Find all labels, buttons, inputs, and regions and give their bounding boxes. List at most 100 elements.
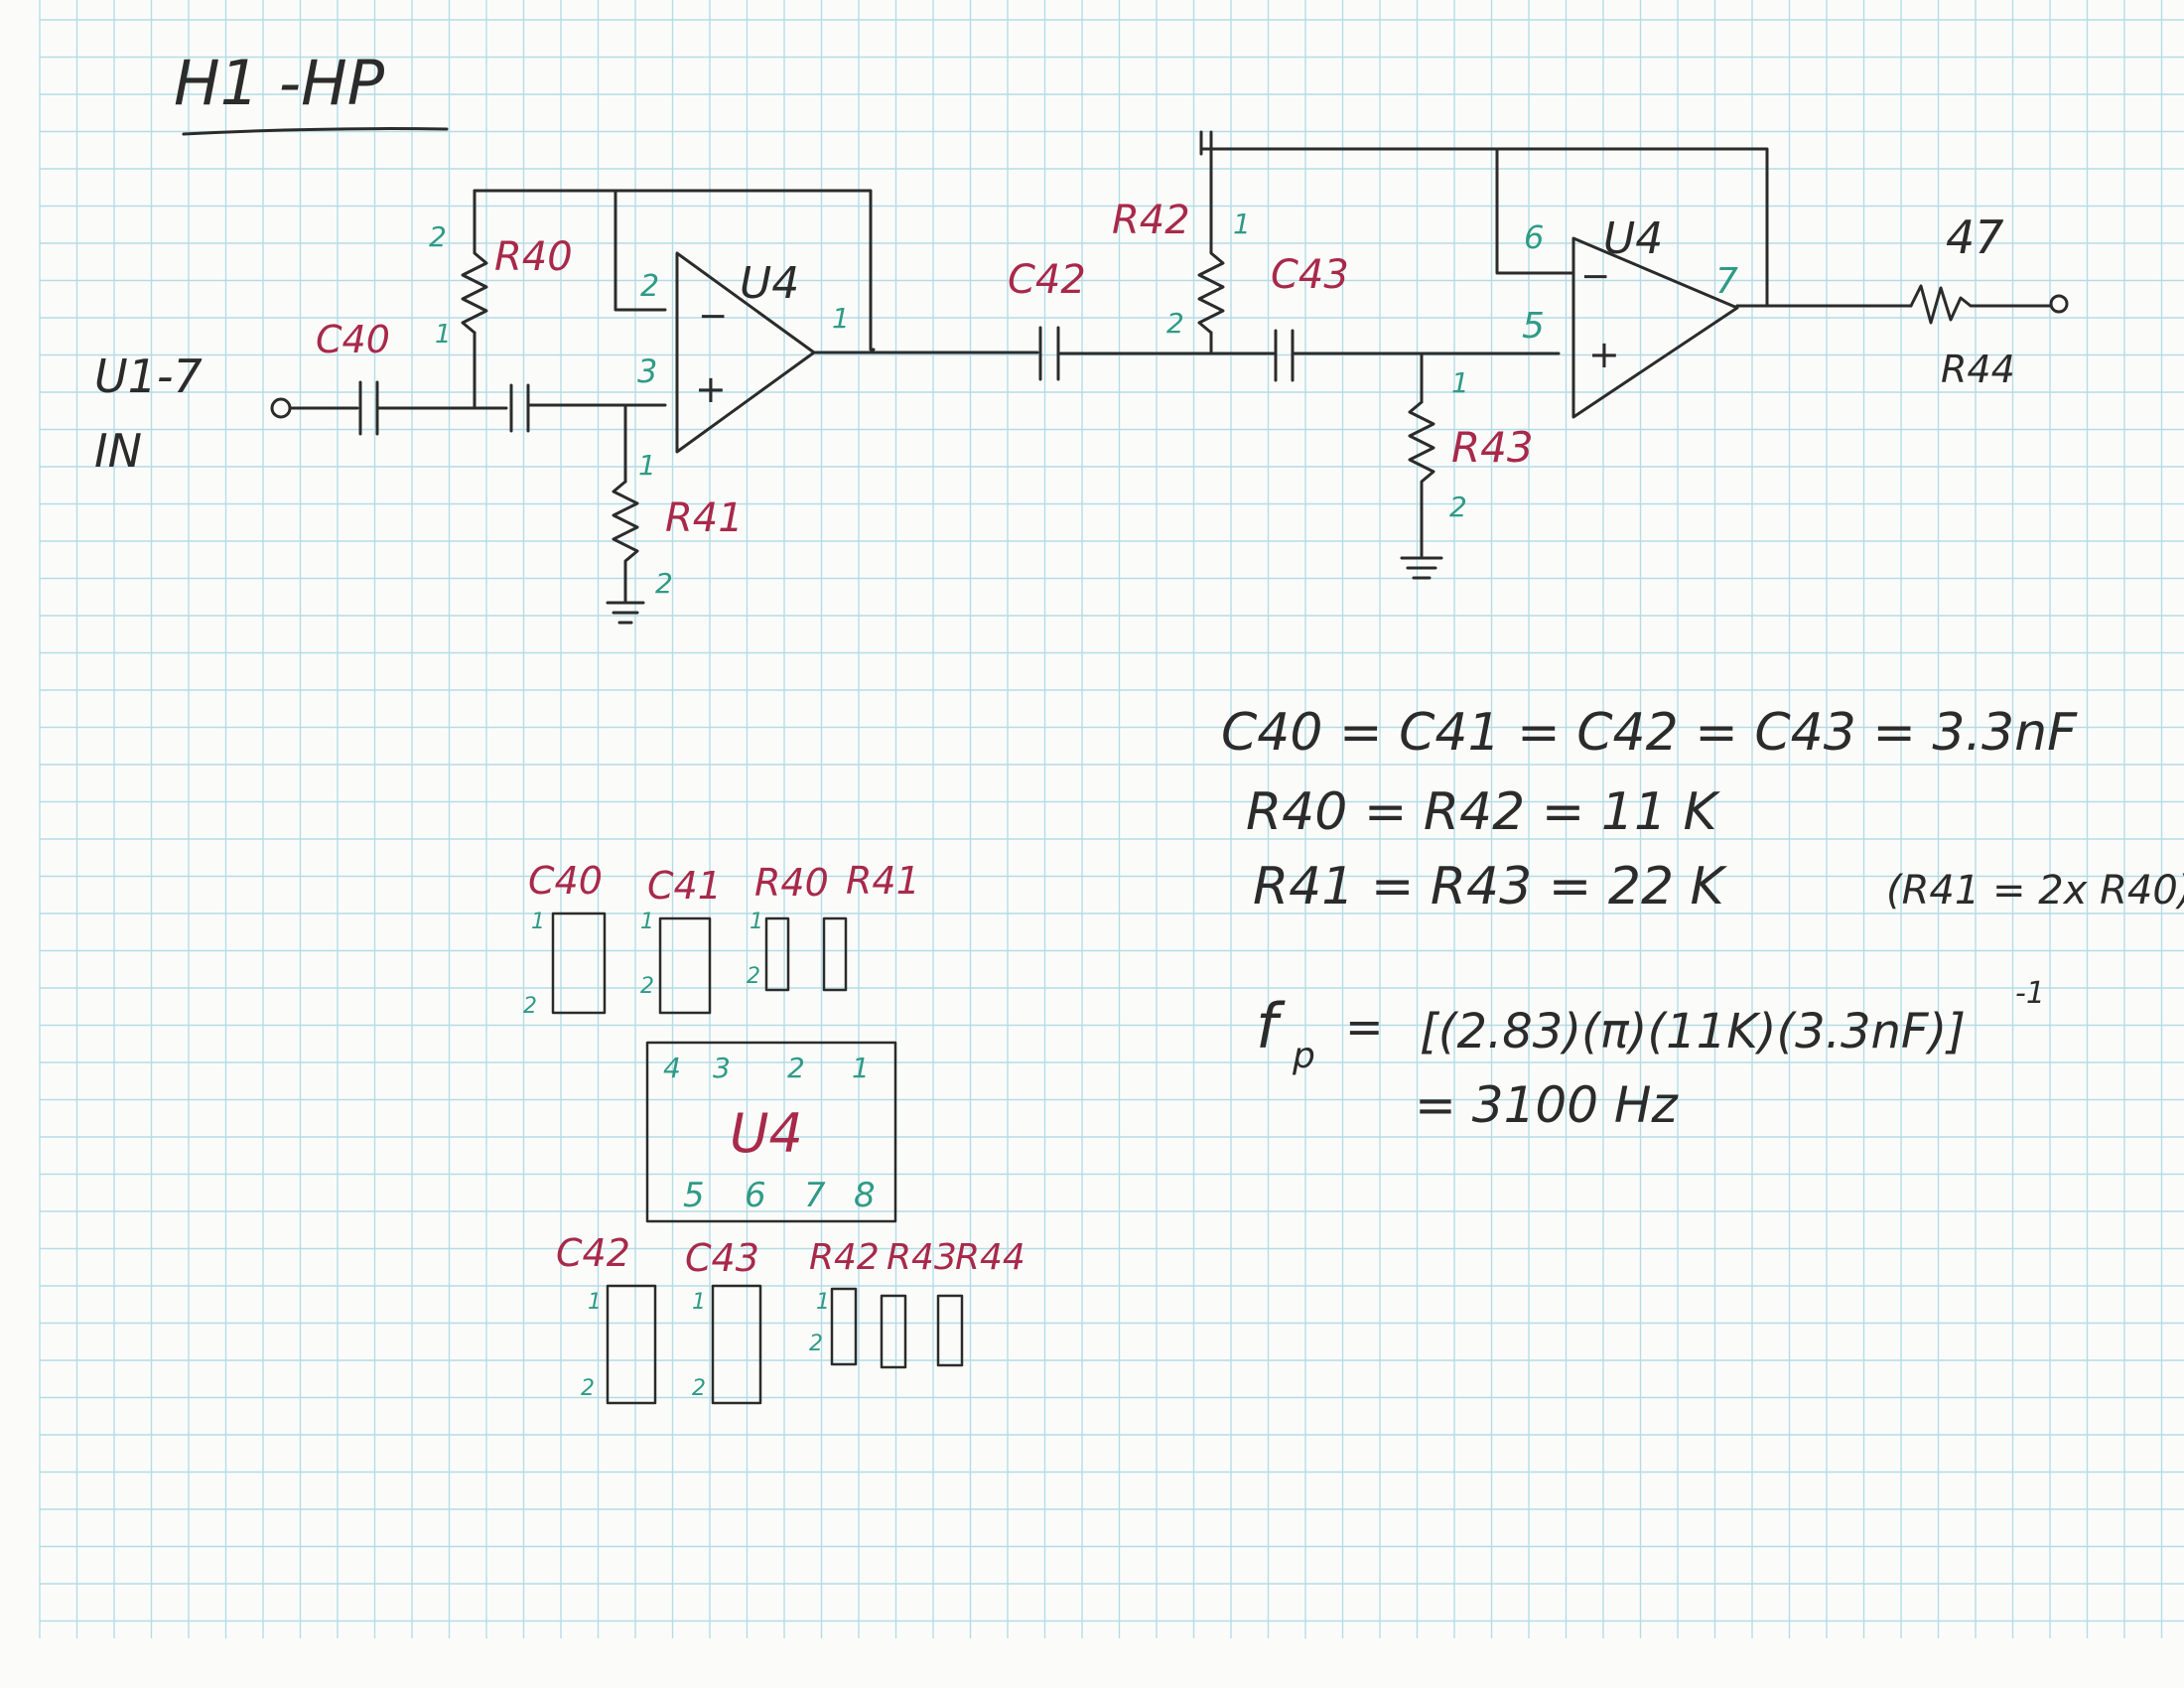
resistor-r41[interactable] xyxy=(612,480,639,603)
output-terminal[interactable] xyxy=(2049,294,2069,314)
footprint-r40[interactable] xyxy=(764,916,790,992)
capacitor-c41[interactable] xyxy=(509,383,530,433)
ic-pin-bottom-8: 8 xyxy=(854,1176,876,1215)
r42-label: R42 xyxy=(1112,198,1190,243)
sketch-pin2-r42: 2 xyxy=(809,1332,823,1356)
ic-pin-bottom-6: 6 xyxy=(745,1176,766,1215)
ic-pin-top-2: 2 xyxy=(787,1052,805,1084)
formula-exponent: -1 xyxy=(2015,976,2045,1011)
sketch-pin1-c42: 1 xyxy=(588,1290,602,1315)
sketch-label-c42: C42 xyxy=(556,1231,630,1275)
sketch-label-r44: R44 xyxy=(955,1237,1025,1278)
sketch-label-r42: R42 xyxy=(809,1237,880,1278)
stage-2: C42 R42 1 2 C43 R43 1 2 − + U4 6 5 7 xyxy=(872,130,2069,580)
opamp2-pin-out: 7 xyxy=(1715,261,1738,302)
opamp-u4-b[interactable] xyxy=(1571,236,1739,419)
sketch-pin2-c41: 2 xyxy=(640,974,654,999)
formula-subscript: p xyxy=(1292,1036,1315,1076)
sheet-title: H1 -HP xyxy=(174,47,385,119)
corner-frequency-formula: f p = [(2.83)(π)(11K)(3.3nF)] -1 = 3100 … xyxy=(1256,976,2045,1134)
resistor-r42[interactable] xyxy=(1197,130,1225,335)
formula-rhs: [(2.83)(π)(11K)(3.3nF)] xyxy=(1420,1004,1966,1059)
equation-ratio-note: (R41 = 2x R40) xyxy=(1886,868,2184,914)
formula-result: = 3100 Hz xyxy=(1415,1076,1680,1134)
sketch-label-c43: C43 xyxy=(685,1236,759,1280)
ic-pin-bottom-5: 5 xyxy=(683,1176,705,1215)
c40-pin: 1 xyxy=(435,320,452,350)
capacitor-c43[interactable] xyxy=(1274,329,1295,382)
resistor-r44[interactable] xyxy=(1909,284,2052,325)
component-values: C40 = C41 = C42 = C43 = 3.3nF R40 = R42 … xyxy=(1221,703,2184,916)
r44-label: R44 xyxy=(1941,348,2015,391)
r41-pin-top: 1 xyxy=(638,449,656,482)
r43-pin-top: 1 xyxy=(1451,366,1469,399)
opamp2-minus: − xyxy=(1580,256,1610,297)
input-label-2: IN xyxy=(94,424,142,478)
ic-pin-top-1: 1 xyxy=(852,1052,870,1084)
footprint-r41[interactable] xyxy=(822,916,848,992)
input-label-1: U1-7 xyxy=(94,350,203,403)
sketch-pin2-c40: 2 xyxy=(523,994,537,1019)
resistor-r43[interactable] xyxy=(1408,400,1435,558)
ground-symbol-1 xyxy=(606,601,645,625)
c42-label: C42 xyxy=(1008,257,1086,303)
footprint-c40[interactable] xyxy=(551,912,607,1015)
r41-label: R41 xyxy=(665,495,744,541)
footprint-r44[interactable] xyxy=(936,1294,964,1367)
footprint-c41[interactable] xyxy=(658,916,712,1015)
resistor-r40[interactable] xyxy=(461,189,488,335)
sketch-pin2-r40: 2 xyxy=(747,964,760,989)
sketch-pin1-c43: 1 xyxy=(692,1290,706,1315)
footprint-u4[interactable] xyxy=(645,1041,897,1223)
equation-capacitors: C40 = C41 = C42 = C43 = 3.3nF xyxy=(1221,703,2078,763)
opamp-u4-a[interactable] xyxy=(675,251,816,454)
ic-pin-bottom-7: 7 xyxy=(804,1176,826,1215)
stage-1: U1-7 IN C40 1 R40 2 R41 1 2 − xyxy=(94,189,876,625)
opamp2-pin-noninv: 5 xyxy=(1522,306,1545,347)
footprint-r43[interactable] xyxy=(880,1294,907,1369)
layout-sketch: C40 C41 R40 R41 1 2 1 2 1 2 U4 4 3 2 1 5… xyxy=(523,859,1025,1405)
opamp2-label: U4 xyxy=(1603,213,1663,264)
sketch-label-r43: R43 xyxy=(887,1237,957,1278)
r42-pin-top: 1 xyxy=(1233,208,1251,240)
r40-pin-top: 2 xyxy=(429,220,447,253)
output-label: 47 xyxy=(1946,211,2004,264)
sketch-pin1-r40: 1 xyxy=(750,910,763,934)
sketch-pin1-c40: 1 xyxy=(531,910,545,934)
ic-pin-top-4: 4 xyxy=(663,1052,681,1084)
sketch-label-r41: R41 xyxy=(846,859,920,903)
sketch-pin1-r42: 1 xyxy=(816,1290,830,1315)
equation-r40-r42: R40 = R42 = 11 K xyxy=(1246,782,1721,842)
sketch-pin2-c43: 2 xyxy=(692,1376,706,1401)
opamp1-pin-inv: 2 xyxy=(640,269,659,304)
sketch-ic-label: U4 xyxy=(730,1102,803,1165)
title-underline xyxy=(182,127,449,136)
graph-paper-grid xyxy=(39,0,2184,1638)
sketch-pin1-c41: 1 xyxy=(640,910,654,934)
opamp1-pin-noninv: 3 xyxy=(637,352,657,390)
footprint-c42[interactable] xyxy=(606,1284,657,1405)
opamp1-minus: − xyxy=(698,296,728,337)
sketch-label-r40: R40 xyxy=(754,861,829,905)
equation-r41-r43: R41 = R43 = 22 K xyxy=(1253,857,1728,916)
formula-equals: = xyxy=(1345,1000,1384,1054)
r40-label: R40 xyxy=(494,234,573,280)
sketch-label-c40: C40 xyxy=(528,859,603,903)
formula-lhs: f xyxy=(1256,990,1286,1062)
opamp2-plus: + xyxy=(1588,333,1620,376)
r42-pin-bottom: 2 xyxy=(1166,307,1184,340)
footprint-c43[interactable] xyxy=(711,1284,762,1405)
ic-pin-top-3: 3 xyxy=(713,1052,731,1084)
sketch-label-c41: C41 xyxy=(647,864,722,908)
ground-symbol-2 xyxy=(1400,556,1443,580)
r43-pin-bottom: 2 xyxy=(1449,491,1467,523)
r43-label: R43 xyxy=(1451,423,1534,472)
c43-label: C43 xyxy=(1271,252,1349,298)
footprint-r42[interactable] xyxy=(830,1287,858,1366)
capacitor-c42[interactable] xyxy=(1038,326,1060,381)
opamp1-plus: + xyxy=(695,367,727,411)
sketch-pin2-c42: 2 xyxy=(581,1376,595,1401)
opamp1-label: U4 xyxy=(740,258,799,309)
input-terminal[interactable] xyxy=(270,397,292,419)
